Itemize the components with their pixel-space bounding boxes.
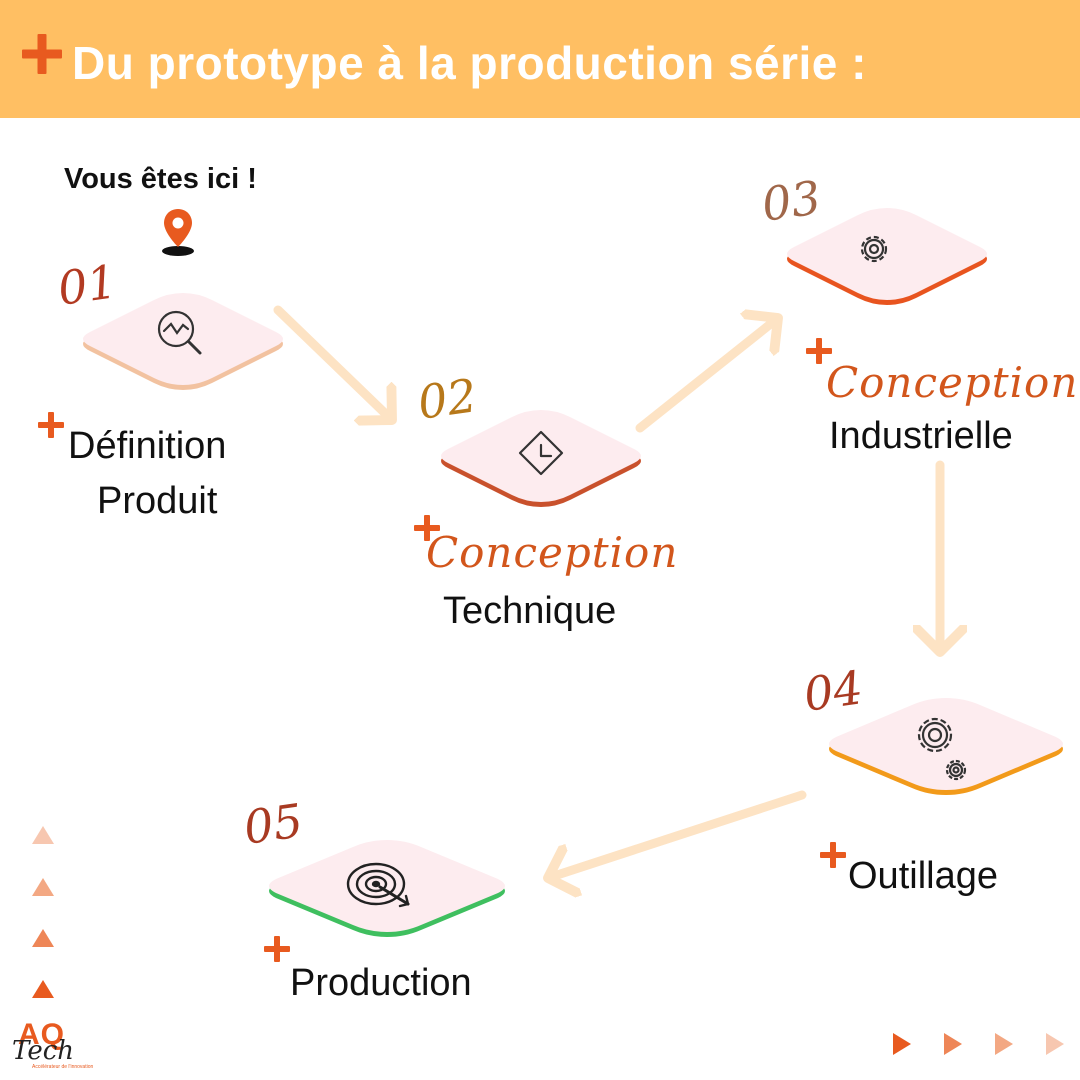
- target-icon: [346, 862, 410, 908]
- arrow-04-05: [548, 790, 807, 878]
- triangle-icon: [32, 826, 54, 844]
- play-arrow-icon: [1046, 1033, 1064, 1055]
- step-tile: [829, 698, 1063, 795]
- step-tile: [269, 840, 505, 937]
- search-chart-icon: [157, 310, 202, 355]
- step-label: Industrielle: [829, 415, 1013, 457]
- you-are-here-label: Vous êtes ici !: [64, 163, 257, 195]
- play-arrow-icon: [944, 1033, 962, 1055]
- plus-icon: [820, 842, 846, 868]
- clock-tile-icon: [518, 430, 564, 476]
- step-tile: [787, 208, 987, 305]
- gear-icon: [860, 235, 888, 263]
- location-pin-icon: [162, 209, 194, 256]
- header-banner: Du prototype à la production série :: [0, 0, 1080, 118]
- arrow-01-02: [273, 305, 392, 420]
- step-label: Technique: [443, 590, 617, 632]
- plus-icon: [38, 412, 64, 438]
- arrow-02-03: [635, 318, 778, 433]
- logo-script: Tech: [12, 1036, 75, 1066]
- triangle-icon: [32, 980, 54, 998]
- triangle-icon: [32, 878, 54, 896]
- step-label-script: Conception: [426, 528, 679, 577]
- step-tile: [83, 293, 283, 390]
- step-tile: [441, 410, 641, 507]
- page-title: Du prototype à la production série :: [72, 37, 867, 89]
- plus-icon: [264, 936, 290, 962]
- triangle-icon: [32, 929, 54, 947]
- step-label-script: Conception: [826, 358, 1079, 407]
- logo-brand: AQ: [18, 1018, 65, 1051]
- gears-icon: [917, 717, 967, 781]
- play-arrow-icon: [995, 1033, 1013, 1055]
- company-logo: AQ Tech Accélérateur de l'innovation: [8, 1018, 93, 1072]
- step-label: Définition: [68, 425, 227, 467]
- step-label: Outillage: [848, 855, 998, 897]
- step-label: Production: [290, 962, 472, 1004]
- logo-tagline: Accélérateur de l'innovation: [32, 1064, 94, 1070]
- step-label: Produit: [97, 480, 218, 522]
- play-arrow-icon: [893, 1033, 911, 1055]
